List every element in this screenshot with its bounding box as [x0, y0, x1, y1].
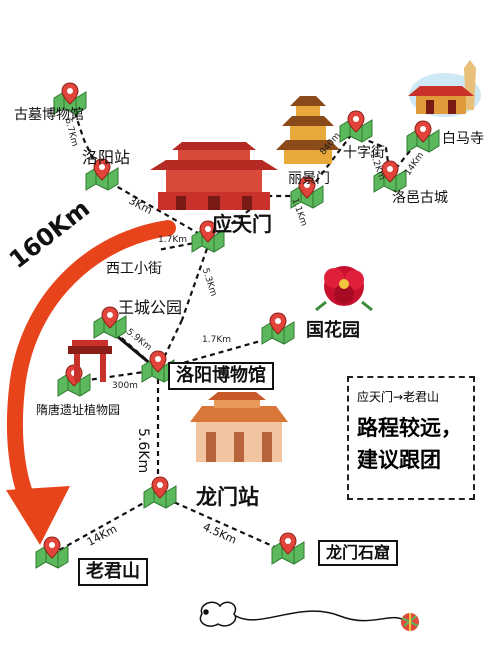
route-station-yingtianmen [101, 177, 211, 241]
long-route-arrow [6, 220, 176, 545]
pin-longmen[interactable] [143, 476, 177, 509]
route-longmen-laojunshan [53, 494, 159, 554]
label-longmen-grottoes: 龙门石窟 [318, 540, 399, 566]
yarn-ball-icon [401, 613, 419, 631]
label-lijingmen: 丽景门 [288, 171, 330, 187]
label-wangcheng-park: 王城公园 [118, 298, 183, 317]
tour-note-box: 应天门→老君山 路程较远， 建议跟团 [347, 376, 475, 500]
pin-shizijie[interactable] [339, 110, 373, 143]
pin-baimasi[interactable] [406, 120, 440, 153]
peony-flower-icon [315, 266, 373, 312]
label-luoyang-station: 洛阳站 [82, 148, 131, 167]
baimasi-temple-icon [408, 60, 481, 117]
note-suggest: 建议跟团 [357, 448, 441, 472]
pin-guohua[interactable] [261, 312, 295, 345]
label-luoyang-museum: 洛阳博物馆 [168, 362, 274, 390]
museum-building-icon [190, 392, 288, 462]
label-laojunshan: 老君山 [78, 558, 148, 586]
label-xigong-xiaojie: 西工小街 [106, 261, 162, 277]
note-route: 应天门→老君山 [357, 390, 440, 404]
note-far: 路程较远， [357, 416, 462, 440]
label-tomb-museum: 古墓博物馆 [14, 107, 84, 123]
label-longmen-station: 龙门站 [196, 485, 259, 509]
label-luoyi-old-town: 洛邑古城 [392, 190, 448, 206]
label-baimasi: 白马寺 [442, 131, 484, 147]
yingtianmen-gate-icon [150, 142, 278, 210]
label-yingtianmen: 应天门 [212, 212, 272, 236]
label-suitang-park: 隋唐遗址植物园 [36, 403, 121, 417]
lijingmen-tower-icon [276, 96, 340, 164]
label-guohua-garden: 国花园 [306, 320, 360, 341]
dist-yingtianmen-xigong: 1.7Km [158, 235, 187, 245]
pin-grottoes[interactable] [271, 532, 305, 565]
dist-museum-guohua: 1.7Km [202, 335, 231, 345]
label-shizijie: 十字街 [343, 145, 385, 161]
sheep-icon [199, 601, 405, 627]
dist-suitang-museum: 300m [112, 381, 138, 391]
dist-museum-longmen: 5.6Km [135, 428, 151, 474]
suitang-arch-icon [68, 340, 112, 382]
